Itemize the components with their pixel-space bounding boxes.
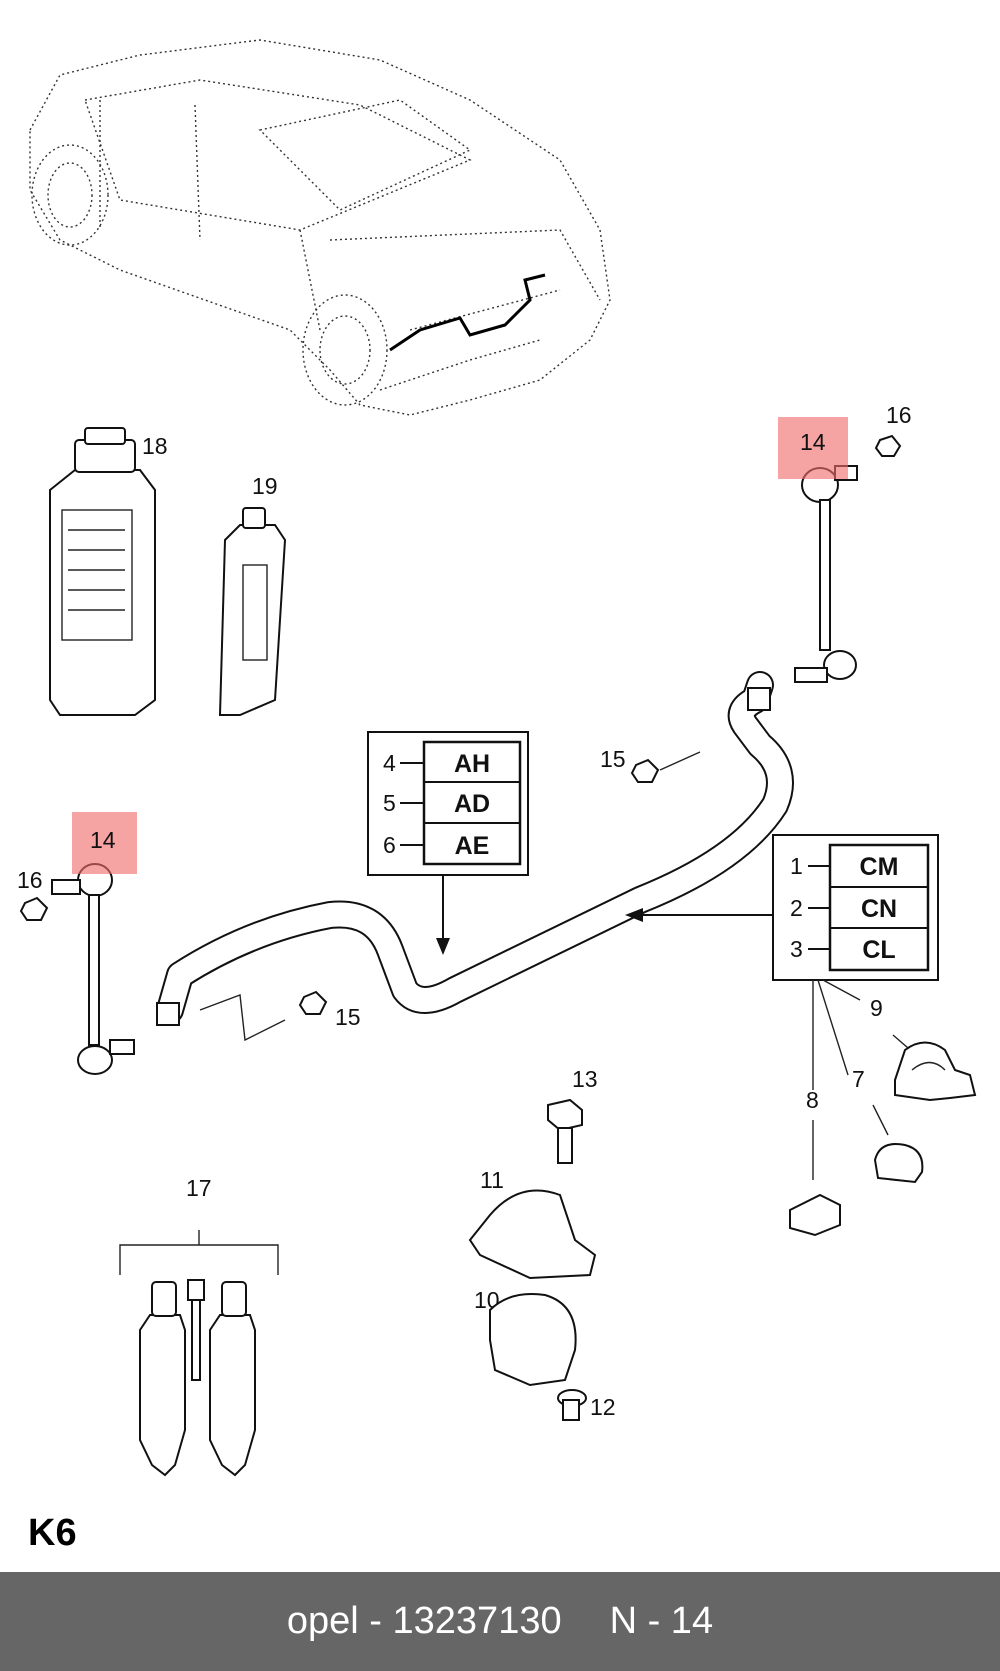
nut-16-left-icon (19, 896, 49, 921)
callout-9: 9 (870, 995, 883, 1021)
ct-right-num-1: 2 (790, 895, 803, 921)
bushing-10-icon (489, 1293, 577, 1387)
ct-right-num-2: 3 (790, 936, 803, 962)
callout-13: 13 (572, 1066, 598, 1092)
nut-15-bottom-icon (298, 990, 328, 1015)
ct-center-code-0: AH (454, 750, 490, 778)
callout-14-top: 14 (800, 429, 826, 455)
ct-right-code-1: CN (861, 895, 897, 923)
callout-11: 11 (480, 1167, 504, 1193)
ct-center-num-2: 6 (383, 832, 396, 858)
callout-15-top: 15 (600, 746, 626, 772)
vehicle-outline (29, 39, 611, 416)
callout-8: 8 (806, 1087, 819, 1113)
highlight-14-left (72, 812, 137, 874)
sheet-code: K6 (28, 1512, 77, 1554)
fluid-bottle-icon (49, 427, 156, 716)
ct-center-code-2: AE (455, 832, 490, 860)
footer-bar: opel - 13237130 N - 14 (0, 1572, 1000, 1671)
code-table-center: 4 5 6 AH AD AE (367, 731, 529, 955)
callout-18: 18 (142, 433, 168, 459)
ct-right-code-2: CL (862, 936, 895, 964)
highlight-14-top (778, 417, 848, 479)
ct-center-num-1: 5 (383, 790, 396, 816)
stabilizer-bar (156, 671, 794, 1026)
callout-17: 17 (186, 1175, 212, 1201)
bolt-13-icon (547, 1098, 583, 1164)
bushing-7-icon (873, 1143, 924, 1184)
callout-7: 7 (852, 1066, 865, 1092)
stabilizer-link-left (51, 863, 135, 1075)
callout-19: 19 (252, 473, 278, 499)
clip-8-icon (789, 1193, 841, 1237)
grease-tube-icon (218, 507, 287, 716)
callout-12: 12 (590, 1394, 616, 1420)
screw-12-icon (557, 1389, 587, 1421)
bracket-17 (119, 1244, 279, 1275)
ct-right-num-0: 1 (790, 853, 803, 879)
nut-15-top-icon (630, 758, 660, 783)
adhesive-kit-icon (139, 1279, 256, 1477)
callout-16-left: 16 (17, 867, 43, 893)
callout-15-bottom: 15 (335, 1004, 361, 1030)
ct-center-num-0: 4 (383, 750, 396, 776)
footer-part-ref: opel - 13237130 (286, 1600, 562, 1642)
callout-16-top: 16 (886, 402, 912, 428)
ct-right-code-0: CM (860, 853, 899, 881)
footer-position-ref: N - 14 (609, 1600, 714, 1642)
bracket-11-icon (468, 1189, 597, 1280)
nut-16-top-icon (874, 434, 902, 457)
code-table-right: 1 2 3 CM CN CL (625, 834, 939, 1090)
stabilizer-link-right (794, 465, 858, 683)
bracket-9-icon (894, 1041, 977, 1102)
ct-center-code-1: AD (454, 790, 490, 818)
callout-14-left: 14 (90, 827, 116, 853)
parts-diagram: 18 19 14 16 15 15 14 16 (17, 39, 977, 1477)
